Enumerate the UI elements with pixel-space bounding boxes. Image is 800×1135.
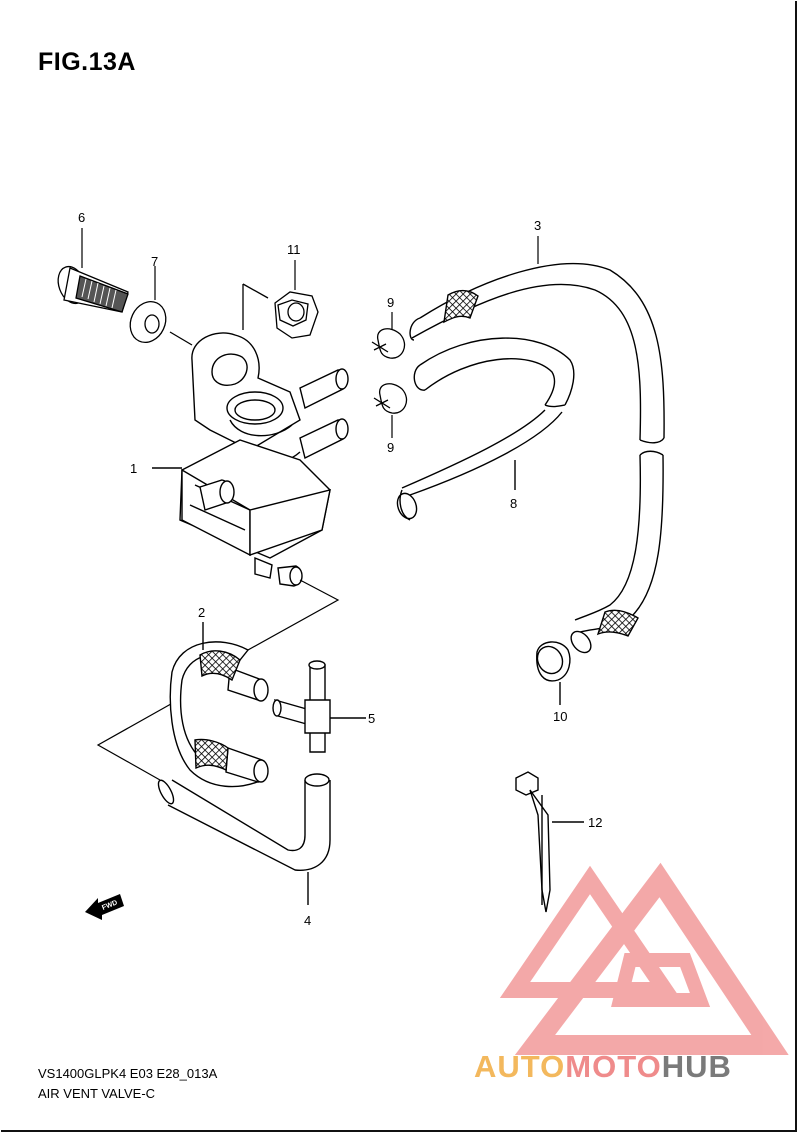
fwd-arrow-icon: FWD xyxy=(85,894,124,920)
figure-code: VS1400GLPK4 E03 E28_013A xyxy=(38,1066,218,1081)
callout-6: 6 xyxy=(78,210,85,225)
part-10-cap xyxy=(536,641,571,705)
part-7-washer xyxy=(129,301,193,346)
callout-leaders xyxy=(81,228,539,438)
part-11-nut xyxy=(242,283,319,339)
callout-8: 8 xyxy=(510,496,517,511)
callout-11: 11 xyxy=(287,242,301,257)
part-6-bolt xyxy=(57,265,129,313)
callout-7: 7 xyxy=(151,254,158,269)
part-1-valve xyxy=(152,332,349,587)
part-9-clamps xyxy=(371,328,408,414)
part-2-hose xyxy=(169,622,269,788)
figure-name: AIR VENT VALVE-C xyxy=(38,1086,156,1101)
callout-9b: 9 xyxy=(387,440,394,455)
part-12-clip xyxy=(515,771,584,913)
part-3-hose xyxy=(409,262,665,654)
brand-part-moto: MOTO xyxy=(565,1049,662,1084)
part-5-tjoint xyxy=(272,660,366,753)
assembly-leader-lines xyxy=(96,579,340,781)
part-8-hose xyxy=(396,337,575,521)
callout-5: 5 xyxy=(368,711,375,726)
callout-10: 10 xyxy=(553,709,567,724)
callout-9a: 9 xyxy=(387,295,394,310)
callout-3: 3 xyxy=(534,218,541,233)
part-4-hose xyxy=(157,773,331,905)
callout-12: 12 xyxy=(588,815,602,830)
brand-part-hub: HUB xyxy=(661,1049,732,1084)
figure-title: FIG.13A xyxy=(38,48,136,76)
callout-1: 1 xyxy=(130,461,137,476)
brand-part-auto: AUTO xyxy=(474,1049,566,1084)
watermark-logo xyxy=(499,862,789,1055)
callout-2: 2 xyxy=(198,605,205,620)
callout-4: 4 xyxy=(304,913,311,928)
watermark-brand: AUTOMOTOHUB xyxy=(474,1049,732,1085)
callouts: 6 7 11 3 9 9 1 8 2 5 10 12 4 xyxy=(78,210,602,928)
